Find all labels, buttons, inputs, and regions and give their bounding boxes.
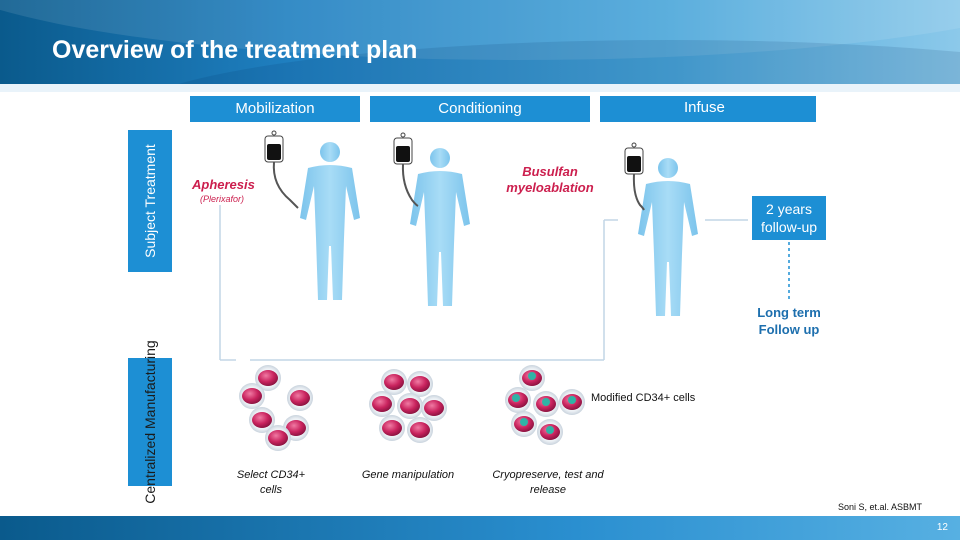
phase-mobilization-label: Mobilization xyxy=(235,100,315,117)
page-number: 12 xyxy=(936,522,948,533)
apheresis-label: Apheresis xyxy=(192,177,255,192)
page-title: Overview of the treatment plan xyxy=(52,36,418,64)
footer-bar xyxy=(0,516,960,540)
iv-tube-3 xyxy=(632,173,645,211)
busulfan-label: Busulfan myeloablation xyxy=(506,164,594,195)
step-gene-label: Gene manipulation xyxy=(361,469,455,481)
person-figure-3 xyxy=(638,158,698,316)
person-figure-1 xyxy=(300,142,360,300)
iv-bag-2 xyxy=(393,132,413,165)
phase-mobilization: Mobilization xyxy=(190,96,360,122)
long-term-followup-label: Long term Follow up xyxy=(757,305,821,337)
side-subject-treatment: Subject Treatment xyxy=(128,130,172,272)
phase-infuse-label: Infuse xyxy=(684,99,725,116)
cell-cluster-modified xyxy=(505,365,585,445)
person-figure-2 xyxy=(410,148,470,306)
phase-conditioning-label: Conditioning xyxy=(438,100,522,117)
iv-tube-2 xyxy=(401,163,419,207)
followup-box: 2 years follow-up xyxy=(752,196,826,240)
header-band xyxy=(0,84,960,92)
citation: Soni S, et.al. ASBMT xyxy=(838,502,923,512)
phase-conditioning: Conditioning xyxy=(370,96,590,122)
step-cryo-label: Cryopreserve, test and release xyxy=(492,469,604,496)
iv-bag-1 xyxy=(264,130,284,163)
step-select-label: Select CD34+ cells xyxy=(236,469,306,496)
iv-tube-1 xyxy=(272,161,299,209)
cell-cluster-gene xyxy=(369,369,447,443)
cell-cluster-select xyxy=(239,365,313,451)
side-centralized-manufacturing: Centralized Manufacturing xyxy=(128,340,172,504)
modified-cells-label: Modified CD34+ cells xyxy=(591,392,696,404)
iv-bag-3 xyxy=(624,142,644,175)
header-banner xyxy=(0,0,960,92)
phase-infuse: Infuse xyxy=(600,96,816,122)
plerixafor-label: (Plerixafor) xyxy=(200,194,245,204)
